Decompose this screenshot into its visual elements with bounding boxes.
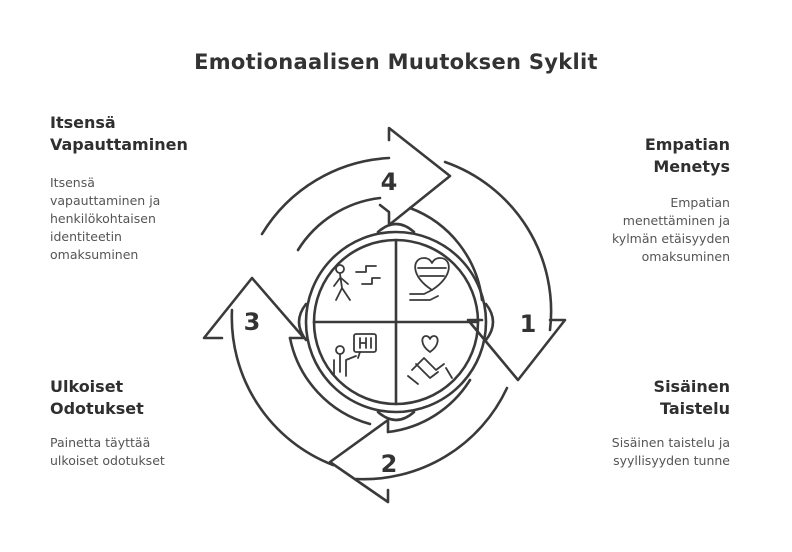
heart-hand-icon [409, 257, 450, 301]
arrowhead-2 [328, 418, 390, 504]
arrowhead-1 [466, 318, 567, 382]
stage-1-description: Empatian menettäminen ja kylmän etäisyyd… [612, 195, 730, 264]
stage-3-description: Painetta täyttää ulkoiset odotukset [50, 435, 165, 468]
arrow-2-outer [354, 386, 509, 481]
stage-4-heading: Itsensä Vapauttaminen [50, 113, 188, 154]
arrow-4-outer [260, 156, 391, 236]
stage-3-number: 3 [244, 308, 261, 336]
speaker-sign-icon [333, 333, 377, 377]
arrow-4-inner [296, 196, 382, 252]
stage-3-heading: Ulkoiset Odotukset [50, 377, 144, 418]
hands-heart-icon [407, 335, 453, 385]
arrow-3-outer [230, 308, 335, 467]
stage-2-heading: Sisäinen Taistelu [653, 377, 730, 418]
center-circle [304, 230, 488, 414]
stage-4-number: 4 [381, 168, 398, 196]
arrow-1-outer [443, 160, 553, 332]
arrowhead-4 [378, 126, 452, 227]
arrow-2-inner [386, 378, 472, 434]
stage-4-description: Itsensä vapauttaminen ja henkilökohtaise… [50, 175, 161, 262]
stage-2-description: Sisäinen taistelu ja syyllisyyden tunne [611, 435, 730, 468]
stage-2-number: 2 [381, 450, 398, 478]
arrowhead-3 [202, 276, 306, 340]
walking-person-icon [333, 264, 381, 301]
stage-1-number: 1 [520, 310, 537, 338]
page-title: Emotionaalisen Muutoksen Syklit [194, 50, 598, 74]
stage-1-heading: Empatian Menetys [644, 135, 730, 176]
arrow-3-inner [288, 336, 372, 426]
